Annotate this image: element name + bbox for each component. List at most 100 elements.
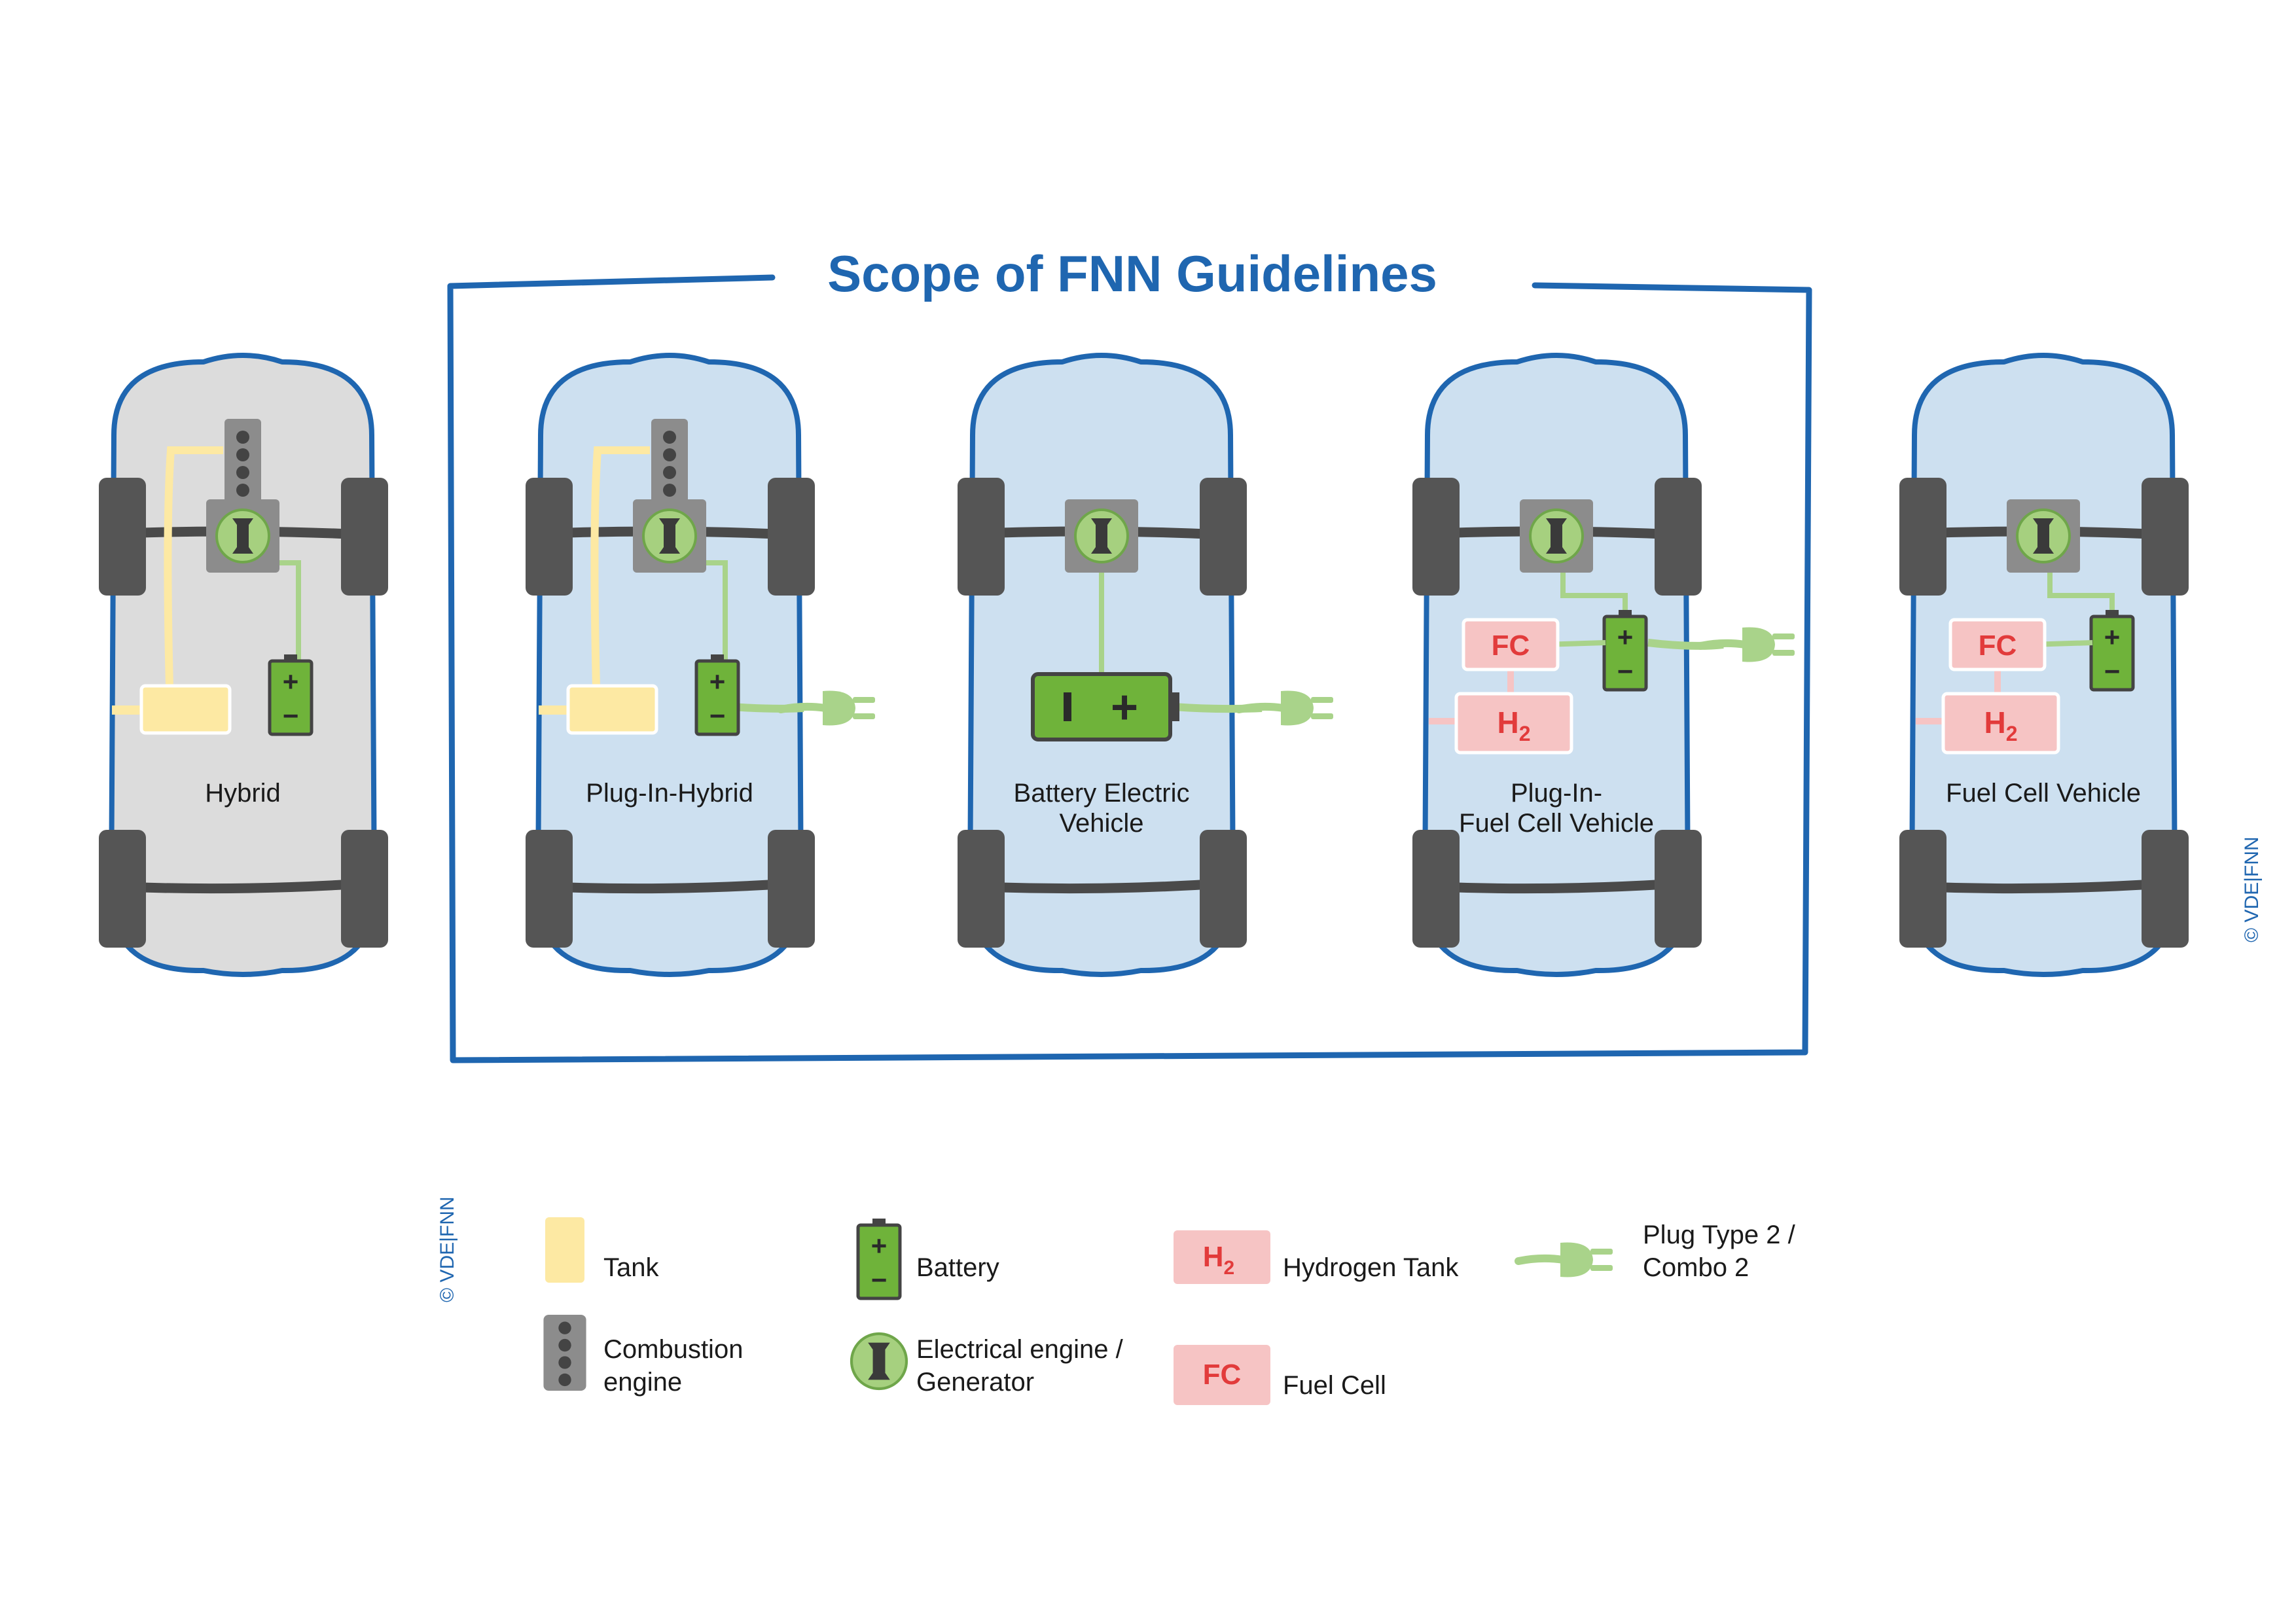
- cylinder-1: [236, 431, 249, 444]
- battery-plus-sign: +: [283, 666, 299, 697]
- legend-hydrogen-label: Hydrogen Tank: [1283, 1253, 1459, 1282]
- cylinder-2: [236, 448, 249, 461]
- electric-motor-icon: [215, 508, 270, 563]
- tire-4: [341, 830, 388, 948]
- tire-2: [2142, 478, 2189, 596]
- tire-3: [526, 830, 573, 948]
- vehicle-label: Fuel Cell Vehicle: [1459, 809, 1654, 838]
- rear-axle: [1435, 878, 1678, 894]
- battery-minus-sign: −: [871, 1264, 888, 1295]
- battery-minus-sign: −: [709, 700, 726, 731]
- tire-4: [1655, 830, 1702, 948]
- electric-motor-icon: [852, 1334, 906, 1389]
- fuel-cell-box: FC: [1948, 618, 2047, 671]
- tire-2: [768, 478, 815, 596]
- legend-combustion-line1: Combustion: [603, 1335, 743, 1364]
- cylinder-4: [663, 484, 676, 497]
- battery-icon: +−: [1604, 610, 1646, 690]
- cylinder-4: [236, 484, 249, 497]
- fuel-line: [590, 446, 650, 688]
- rear-axle: [1922, 878, 2165, 894]
- motor-battery-wire: [1560, 563, 1628, 615]
- vehicle-label: Plug-In-: [1511, 779, 1602, 808]
- battery-plus-sign: +: [1111, 681, 1138, 734]
- battery-minus-sign: −: [2104, 656, 2121, 687]
- plug-icon: [1518, 1243, 1613, 1277]
- hydrogen-tank: H2: [1941, 692, 2060, 755]
- battery-icon: +−: [270, 654, 312, 734]
- plug-icon: [1700, 628, 1795, 662]
- cylinder-3: [663, 466, 676, 479]
- fuel-line: [164, 446, 223, 688]
- battery-plus-sign: +: [2104, 622, 2121, 652]
- hydrogen-label: H2: [1984, 705, 2017, 745]
- fuel-cell-symbol: FC: [1492, 630, 1530, 662]
- tire-1: [1899, 478, 1946, 596]
- combustion-engine-icon: [543, 1314, 586, 1391]
- tire-2: [1655, 478, 1702, 596]
- hydrogen-tank-icon: H2: [1174, 1230, 1270, 1284]
- rear-axle: [121, 878, 365, 894]
- plug-icon: [1239, 691, 1333, 726]
- vehicle-label: Vehicle: [1060, 809, 1144, 838]
- tire-1: [1412, 478, 1460, 596]
- legend-tank-label: Tank: [603, 1253, 659, 1282]
- hydrogen-label: H2: [1497, 705, 1530, 745]
- battery-minus-sign: −: [1617, 656, 1634, 687]
- legend-combustion-line2: engine: [603, 1368, 682, 1397]
- tire-1: [99, 478, 146, 596]
- cylinder-3: [236, 466, 249, 479]
- electric-motor-icon: [642, 508, 697, 563]
- tire-3: [958, 830, 1005, 948]
- rear-axle: [980, 878, 1223, 894]
- motor-battery-wire: [2047, 563, 2115, 615]
- legend-battery-label: Battery: [916, 1253, 999, 1282]
- battery-plus-sign: +: [1617, 622, 1634, 652]
- fuel-tank: [139, 684, 232, 735]
- fuel-cell-box: FC: [1462, 618, 1560, 671]
- battery-body: [1031, 672, 1172, 741]
- fuel-tank: [566, 684, 658, 735]
- hydrogen-tank-box: [1941, 692, 2060, 755]
- vehicle-label: Plug-In-Hybrid: [586, 779, 753, 808]
- legend-motor-line1: Electrical engine /: [916, 1335, 1124, 1364]
- battery-plus-sign: +: [871, 1230, 888, 1261]
- vehicle-label: Fuel Cell Vehicle: [1946, 779, 2141, 808]
- battery-plus-sign: +: [709, 666, 726, 697]
- legend-fuel-cell-label: Fuel Cell: [1283, 1371, 1386, 1400]
- battery-icon: + −: [858, 1219, 900, 1298]
- vehicle-label: Hybrid: [205, 779, 281, 808]
- fuel-cell-box: [1462, 618, 1560, 671]
- vehicle-row: +−Hybrid+−Plug-In-Hybrid+Battery Electri…: [99, 353, 2189, 977]
- battery-icon: +−: [2091, 610, 2133, 690]
- large-battery: +: [1031, 672, 1179, 741]
- rear-axle: [548, 878, 791, 894]
- vehicle-1: +− Hybrid: [99, 353, 388, 977]
- battery-terminal: [1170, 692, 1179, 721]
- hydrogen-subscript: 2: [1224, 1257, 1235, 1279]
- hydrogen-symbol: H: [1497, 705, 1518, 740]
- legend-plug-line2: Combo 2: [1643, 1253, 1749, 1282]
- battery-minus-bar: [1064, 692, 1071, 721]
- tire-4: [2142, 830, 2189, 948]
- battery-icon: +−: [696, 654, 738, 734]
- fuel-cell-box: [1948, 618, 2047, 671]
- hydrogen-subscript: 2: [1519, 722, 1531, 745]
- hydrogen-tank-box: [1454, 692, 1573, 755]
- vehicle-label: Battery Electric: [1014, 779, 1190, 808]
- legend-plug-line1: Plug Type 2 /: [1643, 1221, 1796, 1249]
- legend-tank-swatch: [545, 1217, 584, 1283]
- legend: Tank Combustion engine + − Battery Elect…: [543, 1217, 1796, 1405]
- battery-minus-sign: −: [283, 700, 299, 731]
- tire-2: [1200, 478, 1247, 596]
- fuel-cell-symbol: FC: [1979, 630, 2017, 662]
- legend-motor-line2: Generator: [916, 1368, 1034, 1397]
- tire-1: [958, 478, 1005, 596]
- hydrogen-symbol: H: [1984, 705, 2005, 740]
- copyright-right: © VDE|FNN: [2241, 836, 2263, 942]
- svg-text:H2: H2: [1203, 1241, 1234, 1279]
- tire-2: [341, 478, 388, 596]
- hydrogen-subscript: 2: [2006, 722, 2018, 745]
